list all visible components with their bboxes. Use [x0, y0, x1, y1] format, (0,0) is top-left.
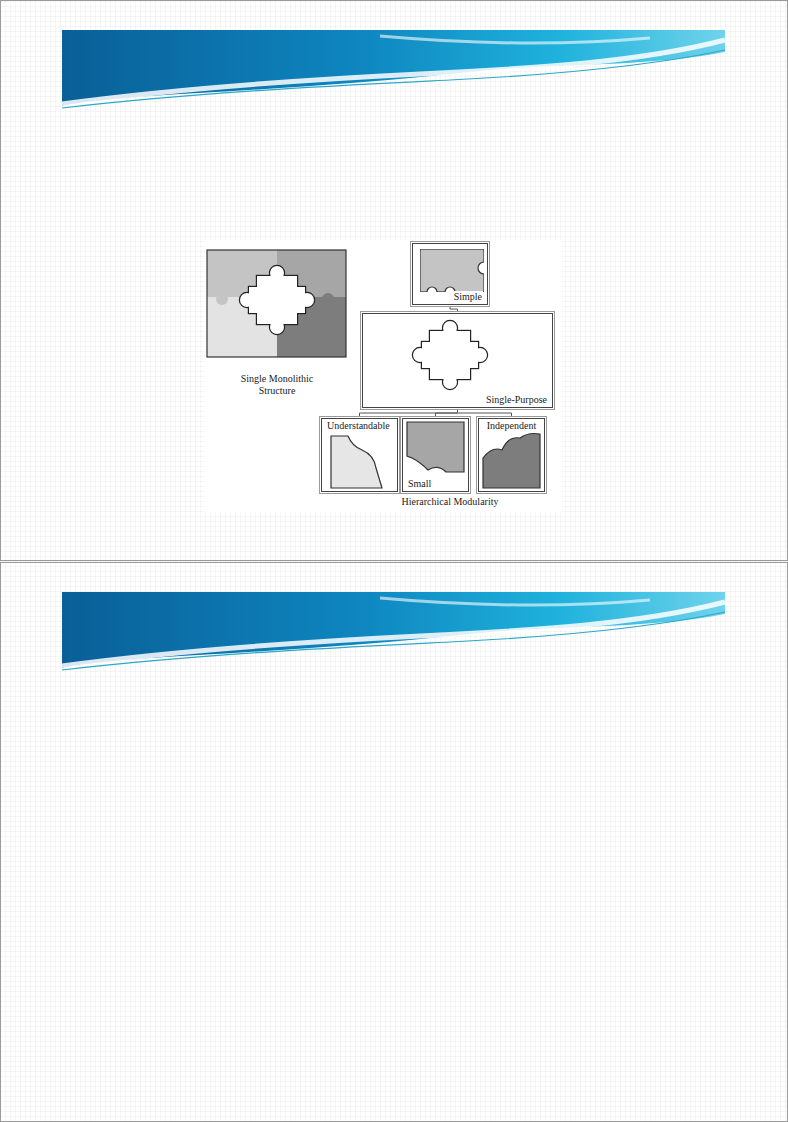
hierarchy-connector: [436, 408, 458, 418]
monolithic-puzzle: [240, 266, 314, 334]
single-purpose-piece: [422, 342, 478, 368]
header-wave: [62, 592, 725, 670]
single-purpose-piece: [443, 375, 457, 389]
monolithic-puzzle: [249, 287, 305, 313]
slide-frames: [1, 563, 788, 1122]
submodule-box: Small: [402, 418, 469, 492]
monolithic-puzzle: [240, 266, 314, 334]
header-wave: [62, 40, 725, 104]
monolithic-puzzle: [270, 266, 284, 280]
header-wave: [62, 30, 725, 106]
small-piece: [407, 422, 464, 472]
monolithic-puzzle: [207, 250, 346, 357]
header-wave: [62, 602, 725, 666]
simple-piece: [478, 262, 484, 274]
header-wave: [62, 30, 725, 108]
box-label: Independent: [486, 420, 537, 432]
simple-piece: [427, 287, 437, 292]
monolithic-puzzle: [240, 293, 254, 307]
module-box: Single-Purpose: [362, 313, 553, 408]
header-wave: [62, 50, 725, 108]
hierarchy-connector: [450, 305, 458, 313]
monolithic-puzzle: [300, 293, 314, 307]
header-wave: [62, 612, 725, 670]
single-purpose-piece: [413, 321, 487, 389]
figure-caption: Hierarchical Modularity: [370, 496, 530, 508]
monolithic-puzzle: [322, 293, 334, 305]
single-purpose-piece: [443, 321, 457, 335]
header-wave: [380, 598, 650, 605]
understandable-piece: [331, 436, 382, 488]
monolithic-puzzle: [270, 266, 284, 280]
monolithic-puzzle: [270, 320, 284, 334]
monolithic-puzzle: [300, 293, 314, 307]
submodule-box: Understandable: [321, 418, 398, 492]
slide-frames: [1, 1, 788, 561]
single-purpose-piece: [422, 342, 478, 368]
monolithic-puzzle: [207, 250, 346, 357]
figure-ground: [205, 240, 561, 512]
single-purpose-piece: [413, 321, 487, 389]
simple-piece: [420, 249, 484, 292]
box-label: Understandable: [326, 420, 391, 432]
simple-piece: [420, 249, 484, 292]
box-label: Small: [407, 478, 432, 490]
box-label: Single-Purpose: [485, 394, 548, 406]
box-label: Simple: [453, 291, 483, 303]
single-purpose-piece: [413, 321, 487, 389]
module-box: Simple: [412, 243, 488, 305]
single-purpose-piece: [473, 348, 487, 362]
monolithic-puzzle: [249, 287, 305, 313]
structure-label: Single Monolithic Structure: [237, 373, 317, 397]
single-purpose-piece: [443, 321, 457, 335]
hierarchy-connector: [360, 408, 458, 418]
header-wave: [62, 592, 725, 668]
single-purpose-piece: [413, 348, 427, 362]
single-purpose-piece: [473, 348, 487, 362]
independent-piece: [483, 434, 540, 489]
monolithic-puzzle: [240, 293, 254, 307]
single-purpose-piece: [443, 375, 457, 389]
monolithic-puzzle: [270, 320, 284, 334]
single-purpose-piece: [413, 348, 427, 362]
hierarchy-connector: [458, 408, 512, 418]
monolithic-puzzle: [216, 293, 228, 305]
header-wave: [380, 36, 650, 43]
submodule-box: Independent: [478, 418, 545, 492]
